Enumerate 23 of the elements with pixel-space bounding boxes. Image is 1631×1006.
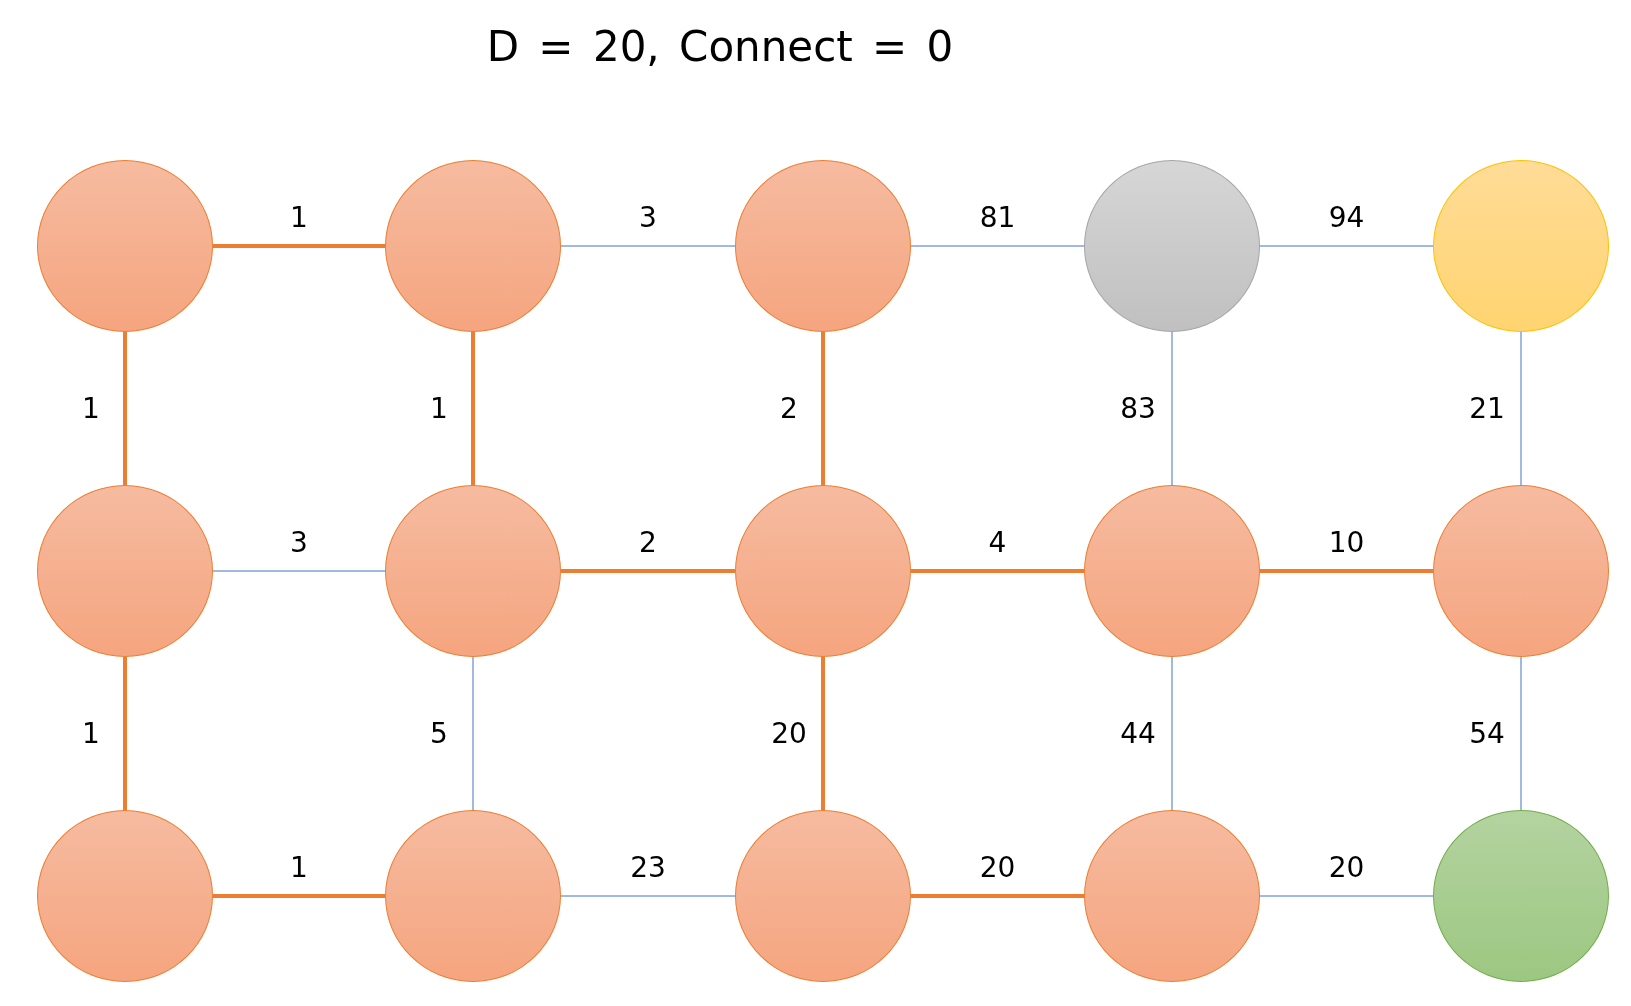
connector-line [560,245,736,247]
connector-line [1520,656,1522,811]
connector-line [1259,245,1434,247]
connector-line [123,332,127,485]
connector-line [821,657,825,810]
title: D = 20, Connect = 0 [485,22,955,71]
connector-line [560,895,736,897]
connector-line [1171,331,1173,486]
connector-line [561,569,735,573]
connector-line [213,894,385,898]
connector-line [911,894,1084,898]
connector-line [910,245,1085,247]
connector-line [1260,569,1433,573]
connector-line [213,244,385,248]
connector-line [1520,331,1522,486]
connector-line [123,657,127,810]
connector-line [472,656,474,811]
connector-line [212,570,386,572]
connector-line [821,332,825,485]
connector-line [471,332,475,485]
connector-line [911,569,1084,573]
connector-line [1171,656,1173,811]
connector-line [1259,895,1434,897]
